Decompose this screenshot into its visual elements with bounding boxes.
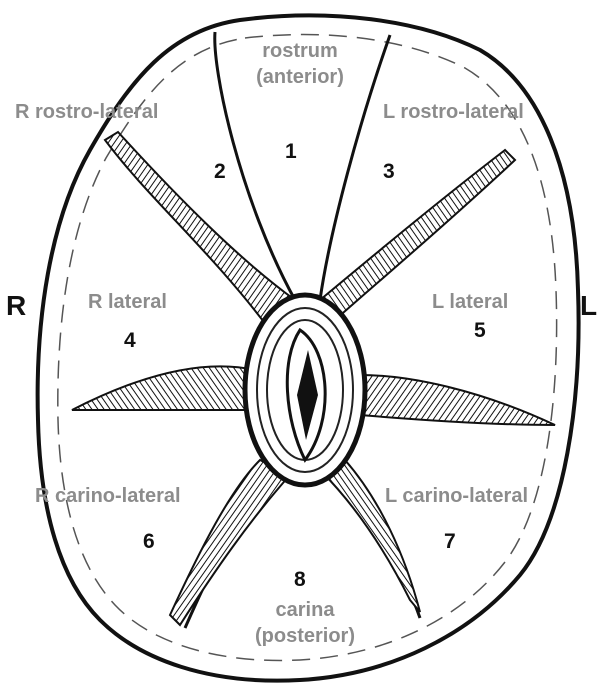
l-carino-lateral-label: L carino-lateral	[385, 483, 528, 509]
r-carino-lateral-number: 6	[143, 530, 155, 554]
r-lateral-number: 4	[124, 329, 136, 353]
rostrum-number: 1	[285, 140, 297, 164]
right-side-label: R	[6, 290, 26, 322]
l-lateral-number: 5	[474, 319, 486, 343]
carina-label: carina (posterior)	[235, 597, 375, 649]
left-side-label: L	[580, 290, 597, 322]
l-rostro-lateral-number: 3	[383, 160, 395, 184]
carina-number: 8	[294, 568, 306, 592]
r-rostro-lateral-number: 2	[214, 160, 226, 184]
r-carino-lateral-label: R carino-lateral	[35, 483, 181, 509]
r-lateral-label: R lateral	[88, 289, 167, 315]
l-carino-lateral-number: 7	[444, 530, 456, 554]
l-rostro-lateral-label: L rostro-lateral	[383, 99, 524, 125]
rostrum-label: rostrum (anterior)	[230, 38, 370, 90]
r-rostro-lateral-label: R rostro-lateral	[15, 99, 158, 125]
l-lateral-label: L lateral	[432, 289, 508, 315]
operculum	[245, 295, 365, 485]
